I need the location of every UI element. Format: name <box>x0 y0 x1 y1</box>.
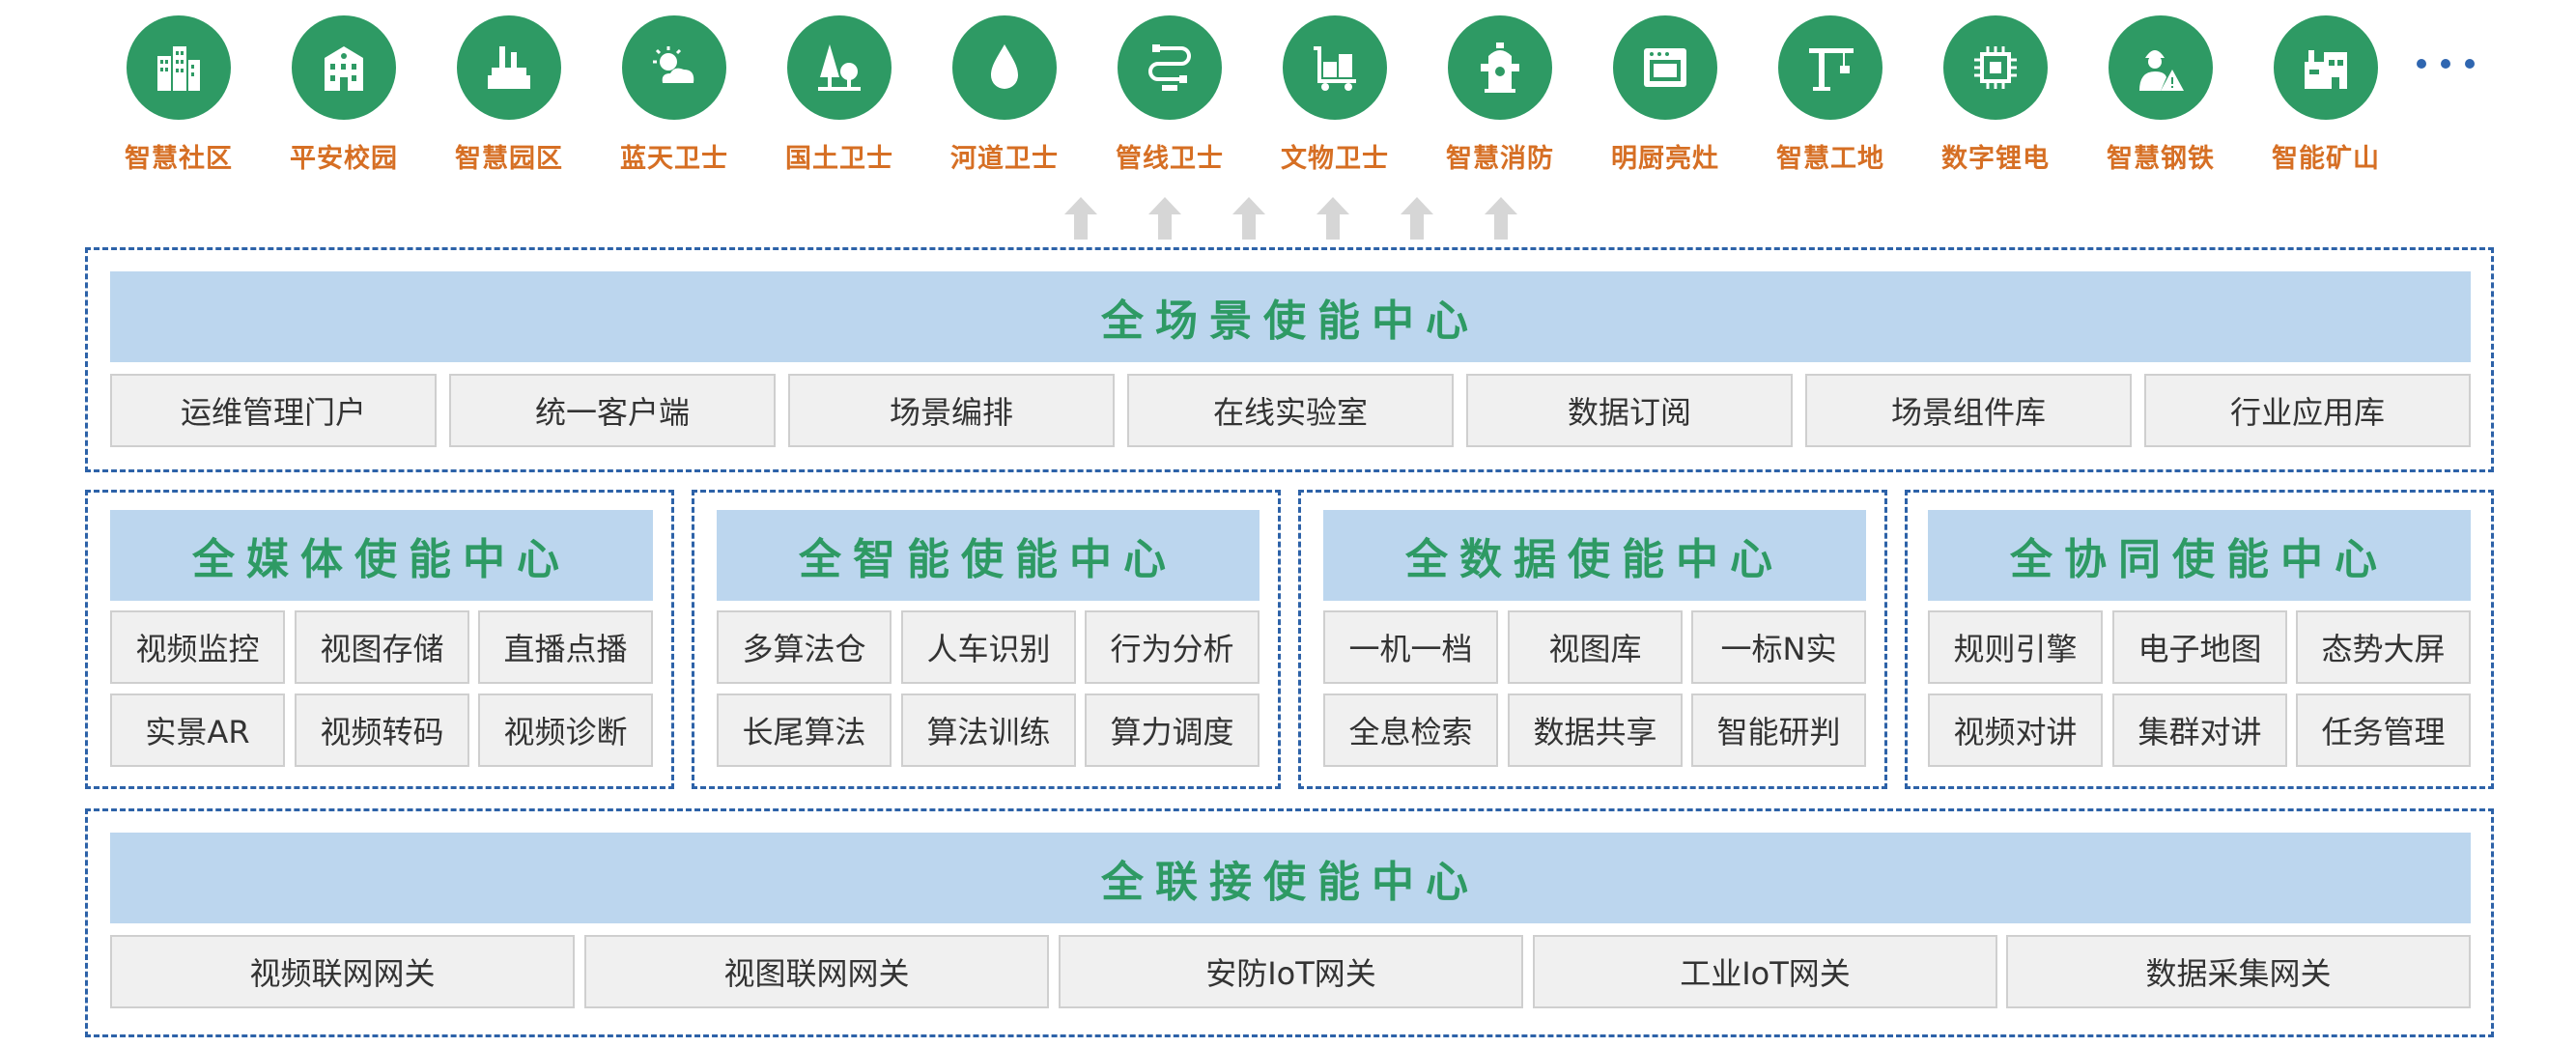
data-item[interactable]: 一机一档 <box>1323 610 1498 684</box>
scenario-label: 明厨亮灶 <box>1611 144 1719 174</box>
data-center-title: 全数据使能中心 <box>1323 510 1866 601</box>
scenario-land-guard[interactable]: 国土卫士 <box>767 15 912 175</box>
tree-icon <box>787 15 892 120</box>
intelligence-item[interactable]: 算法训练 <box>901 693 1076 767</box>
scene-item[interactable]: 在线实验室 <box>1127 374 1454 447</box>
scene-center-title: 全场景使能中心 <box>110 271 2471 362</box>
up-arrow-icon <box>1148 197 1181 240</box>
scenario-relic-guard[interactable]: 文物卫士 <box>1262 15 1407 175</box>
crane-icon <box>1778 15 1882 120</box>
scenario-blue-sky[interactable]: 蓝天卫士 <box>602 15 747 175</box>
scenario-kitchen[interactable]: 明厨亮灶 <box>1593 15 1738 175</box>
cart-boxes-icon <box>1283 15 1387 120</box>
media-item[interactable]: 视频监控 <box>110 610 285 684</box>
scenario-pipeline-guard[interactable]: 管线卫士 <box>1097 15 1242 175</box>
media-item[interactable]: 视频诊断 <box>478 693 653 767</box>
collab-center-box <box>1905 490 2494 789</box>
connect-item[interactable]: 数据采集网关 <box>2006 935 2471 1008</box>
connect-item[interactable]: 安防IoT网关 <box>1059 935 1523 1008</box>
intelligence-center-box <box>692 490 1281 789</box>
scenario-label: 智慧消防 <box>1446 144 1554 174</box>
scenario-label: 管线卫士 <box>1116 144 1224 174</box>
scene-item[interactable]: 场景组件库 <box>1805 374 2132 447</box>
scene-center-box <box>85 247 2494 472</box>
scenario-smart-fire[interactable]: 智慧消防 <box>1428 15 1572 175</box>
scenario-label: 智慧钢铁 <box>2107 144 2215 174</box>
scenario-label: 河道卫士 <box>950 144 1059 174</box>
scenario-label: 智能矿山 <box>2272 144 2380 174</box>
intelligence-item[interactable]: 多算法仓 <box>717 610 892 684</box>
school-icon <box>292 15 396 120</box>
connect-item[interactable]: 工业IoT网关 <box>1533 935 1997 1008</box>
scenario-label: 文物卫士 <box>1281 144 1389 174</box>
up-arrow-icon <box>1232 197 1265 240</box>
hydrant-icon <box>1448 15 1552 120</box>
factory-icon <box>457 15 561 120</box>
up-arrow-icon <box>1316 197 1349 240</box>
collab-item[interactable]: 任务管理 <box>2296 693 2471 767</box>
water-drop-icon <box>952 15 1057 120</box>
data-item[interactable]: 数据共享 <box>1508 693 1683 767</box>
scene-item[interactable]: 统一客户端 <box>449 374 776 447</box>
connect-item[interactable]: 视频联网网关 <box>110 935 575 1008</box>
scenario-smart-site[interactable]: 智慧工地 <box>1758 15 1903 175</box>
intelligence-item[interactable]: 算力调度 <box>1085 693 1260 767</box>
data-item[interactable]: 智能研判 <box>1691 693 1866 767</box>
worker-warning-icon <box>2109 15 2213 120</box>
intelligence-item[interactable]: 人车识别 <box>901 610 1076 684</box>
connect-item[interactable]: 视图联网网关 <box>584 935 1049 1008</box>
mine-plant-icon <box>2274 15 2378 120</box>
up-arrow-icon <box>1485 197 1517 240</box>
media-center-title: 全媒体使能中心 <box>110 510 653 601</box>
intelligence-item[interactable]: 长尾算法 <box>717 693 892 767</box>
data-item[interactable]: 视图库 <box>1508 610 1683 684</box>
buildings-icon <box>127 15 231 120</box>
scenario-label: 智慧社区 <box>125 144 233 174</box>
scenario-label: 数字锂电 <box>1941 144 2050 174</box>
media-item[interactable]: 直播点播 <box>478 610 653 684</box>
pipeline-icon <box>1118 15 1222 120</box>
intelligence-item[interactable]: 行为分析 <box>1085 610 1260 684</box>
intelligence-center-title: 全智能使能中心 <box>717 510 1260 601</box>
more-icon[interactable] <box>2417 54 2475 73</box>
scenario-smart-mine[interactable]: 智能矿山 <box>2253 15 2398 175</box>
sun-cloud-icon <box>622 15 726 120</box>
scenario-smart-park[interactable]: 智慧园区 <box>437 15 581 175</box>
data-item[interactable]: 全息检索 <box>1323 693 1498 767</box>
connect-center-title: 全联接使能中心 <box>110 833 2471 923</box>
scenario-label: 智慧工地 <box>1776 144 1884 174</box>
scenario-safe-campus[interactable]: 平安校园 <box>271 15 416 175</box>
scenario-smart-steel[interactable]: 智慧钢铁 <box>2088 15 2233 175</box>
scenario-label: 国土卫士 <box>785 144 893 174</box>
scenario-smart-community[interactable]: 智慧社区 <box>106 15 251 175</box>
scene-item[interactable]: 场景编排 <box>788 374 1115 447</box>
media-item[interactable]: 实景AR <box>110 693 285 767</box>
collab-center-title: 全协同使能中心 <box>1928 510 2471 601</box>
oven-icon <box>1613 15 1717 120</box>
up-arrow-icon <box>1401 197 1433 240</box>
collab-item[interactable]: 集群对讲 <box>2112 693 2287 767</box>
connect-center-box <box>85 808 2494 1037</box>
collab-item[interactable]: 视频对讲 <box>1928 693 2103 767</box>
chip-icon <box>1943 15 2048 120</box>
media-center-box <box>85 490 674 789</box>
scene-item[interactable]: 行业应用库 <box>2144 374 2471 447</box>
scenario-label: 平安校园 <box>290 144 398 174</box>
scene-item[interactable]: 数据订阅 <box>1466 374 1793 447</box>
scenario-label: 蓝天卫士 <box>620 144 728 174</box>
scenario-label: 智慧园区 <box>455 144 563 174</box>
media-item[interactable]: 视图存储 <box>295 610 469 684</box>
collab-item[interactable]: 规则引擎 <box>1928 610 2103 684</box>
data-item[interactable]: 一标N实 <box>1691 610 1866 684</box>
up-arrow-icon <box>1064 197 1097 240</box>
scene-item[interactable]: 运维管理门户 <box>110 374 437 447</box>
scenario-digital-lithium[interactable]: 数字锂电 <box>1923 15 2068 175</box>
data-center-box <box>1298 490 1887 789</box>
scenario-river-guard[interactable]: 河道卫士 <box>932 15 1077 175</box>
collab-item[interactable]: 态势大屏 <box>2296 610 2471 684</box>
media-item[interactable]: 视频转码 <box>295 693 469 767</box>
collab-item[interactable]: 电子地图 <box>2112 610 2287 684</box>
